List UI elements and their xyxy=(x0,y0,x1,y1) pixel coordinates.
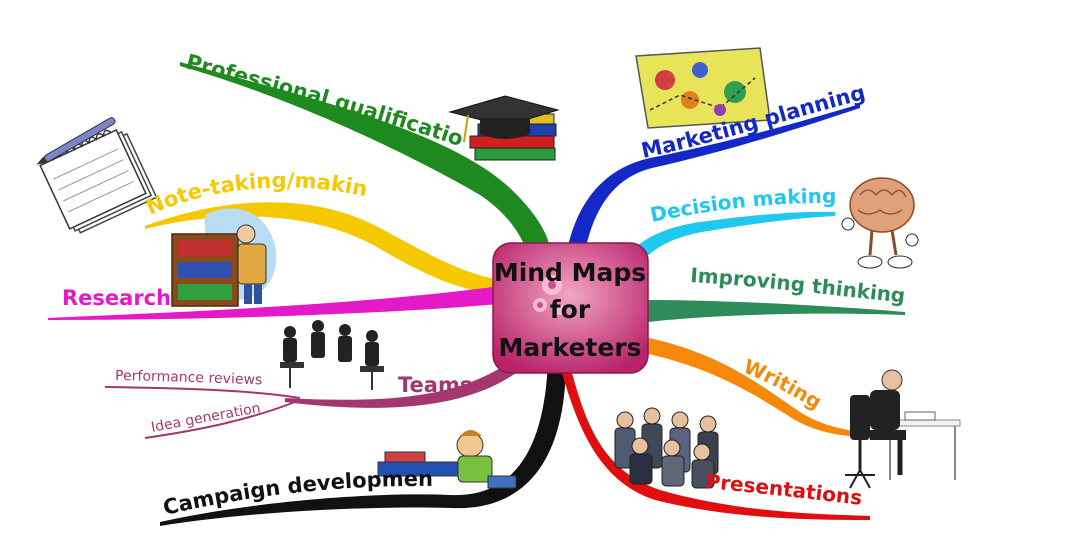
branch-teams xyxy=(285,358,525,408)
label-teams: Teams xyxy=(398,373,472,397)
branch-idea xyxy=(144,399,301,439)
gear-icon xyxy=(533,275,565,315)
branch-writing xyxy=(640,336,870,438)
center-line-2: for xyxy=(550,295,591,324)
branch-decision xyxy=(620,211,835,268)
center-line-3: Marketers xyxy=(498,333,641,362)
branch-labels: Professional qualifications Note-taking/… xyxy=(0,0,906,520)
label-professional-qualifications: Professional qualifications xyxy=(0,0,466,151)
label-improving-thinking: Improving thinking xyxy=(690,263,907,308)
marketing-map-icon xyxy=(635,47,771,129)
brain-character-icon xyxy=(841,177,919,269)
label-performance-reviews: Performance reviews xyxy=(115,368,263,388)
notepad-pen-icon xyxy=(36,117,158,234)
label-presentations: Presentations xyxy=(705,469,864,510)
man-at-desk-icon xyxy=(845,369,961,489)
branch-research xyxy=(48,286,500,320)
frustrated-worker-icon xyxy=(377,430,517,489)
applauding-audience-icon xyxy=(614,407,719,489)
branch-improving xyxy=(648,300,905,322)
branch-note-taking xyxy=(145,202,502,294)
business-meeting-icon xyxy=(280,320,384,390)
bookshelf-reader-icon xyxy=(171,208,277,307)
branch-performance xyxy=(104,386,301,399)
label-idea-generation: Idea generation xyxy=(150,401,262,436)
label-research: Research xyxy=(62,286,171,310)
central-topic: Mind Maps for Marketers xyxy=(492,242,649,374)
center-line-1: Mind Maps xyxy=(494,258,646,287)
graduation-cap-books-icon xyxy=(448,95,560,161)
